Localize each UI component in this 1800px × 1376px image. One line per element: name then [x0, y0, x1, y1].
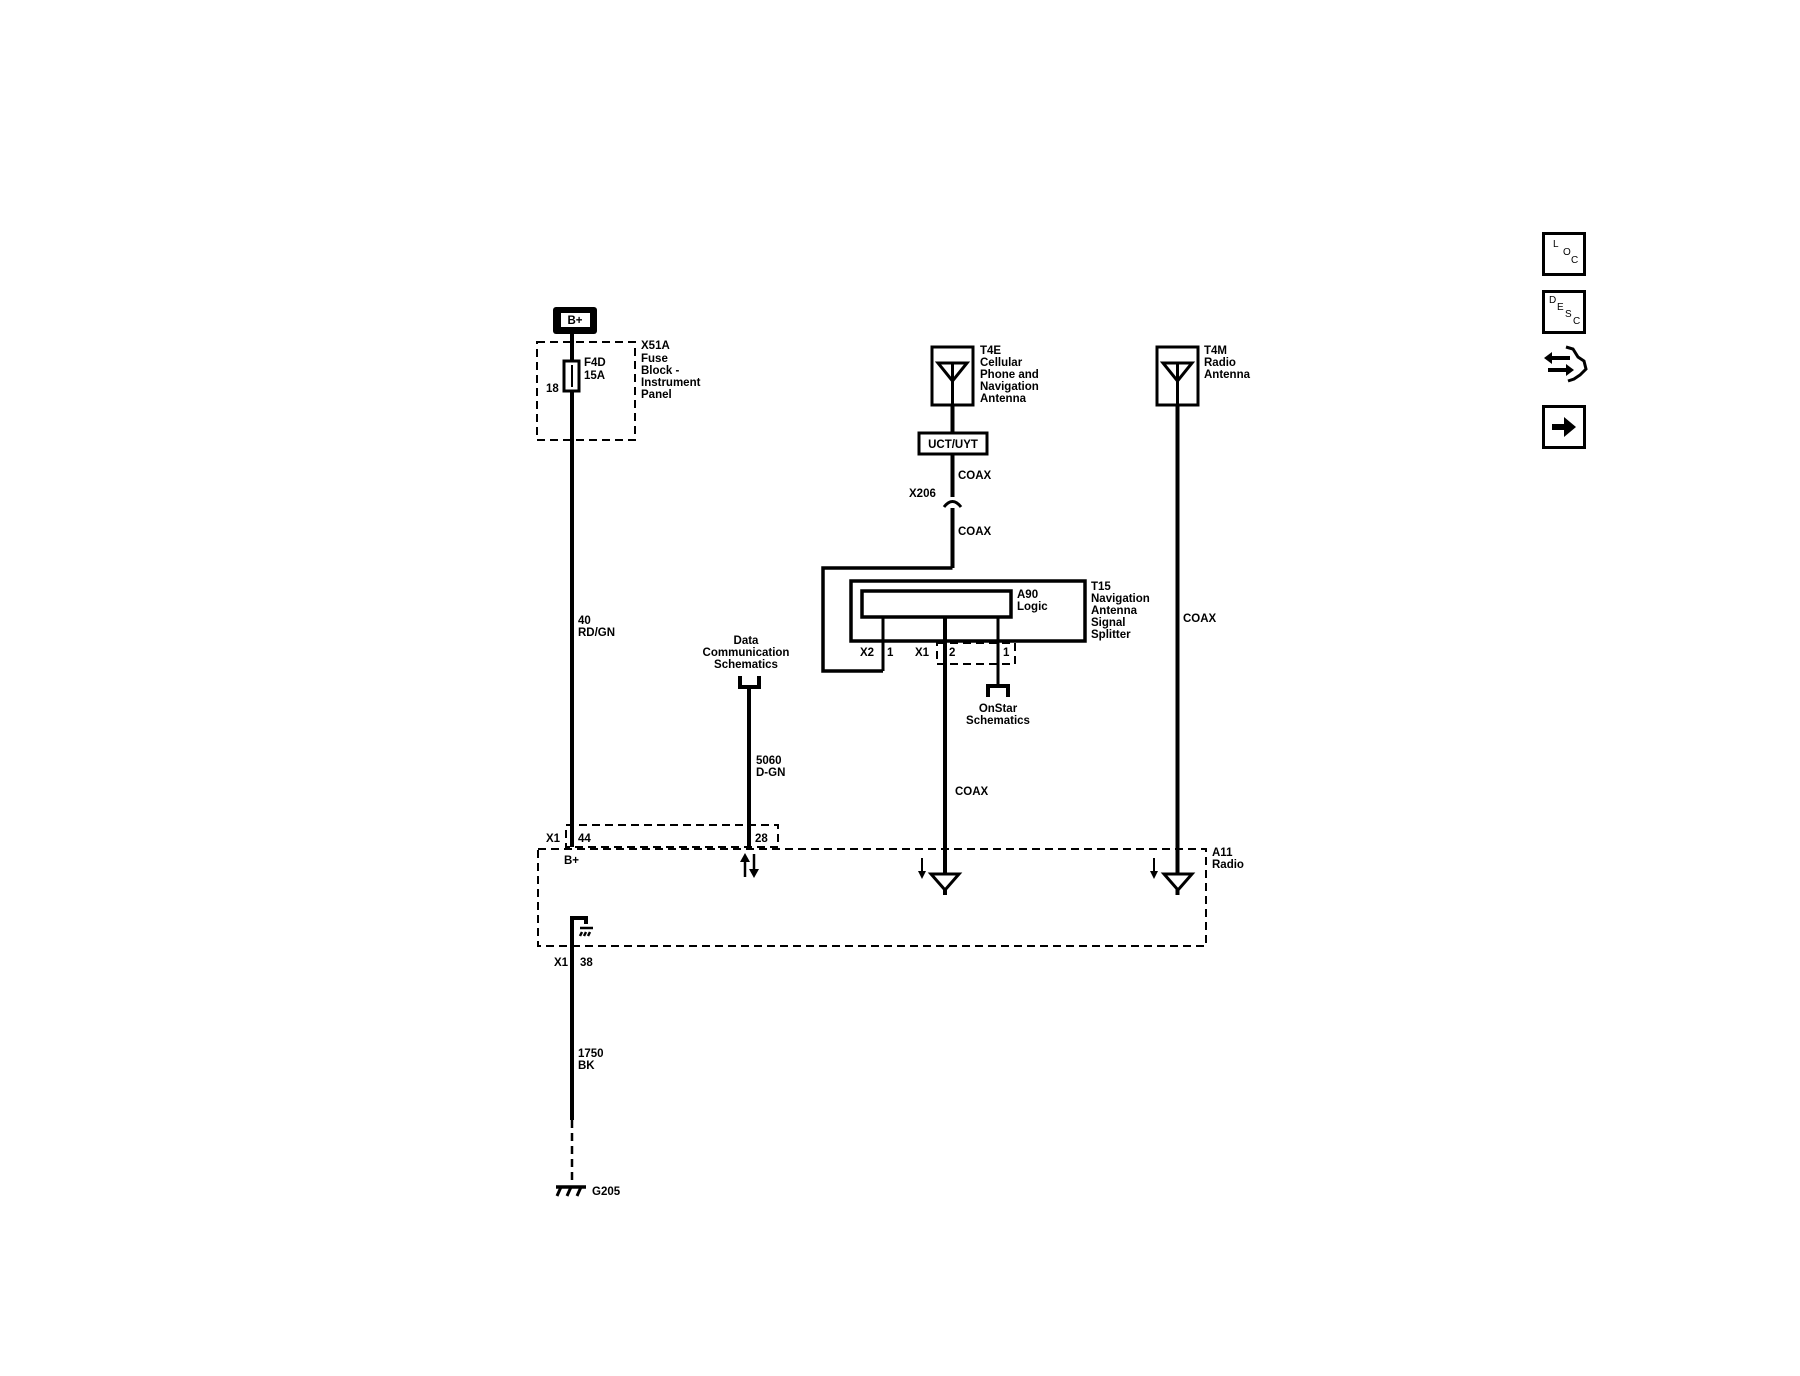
battery-label: B+ — [567, 315, 582, 327]
cell-antenna-id: T4E — [980, 345, 1001, 357]
radio-id: A11 — [1212, 847, 1233, 859]
fuse-block-name-4: Panel — [641, 389, 672, 401]
next-page-button[interactable] — [1542, 405, 1586, 449]
ground-g205: G205 — [555, 1185, 621, 1198]
ground-wire-color: BK — [578, 1060, 595, 1072]
radio-antenna-name-2: Antenna — [1204, 369, 1251, 381]
data-wire-color: D-GN — [756, 767, 785, 779]
splitter-id: T15 — [1091, 581, 1111, 593]
connector-swap-button[interactable] — [1540, 343, 1590, 385]
onstar-line-1: OnStar — [979, 703, 1018, 715]
antenna-input-icon — [918, 858, 963, 893]
cell-antenna-name-1: Cellular — [980, 357, 1023, 369]
radio-antenna-t4m: T4M Radio Antenna — [1155, 345, 1251, 407]
radio-antenna-coax-wire: COAX — [1175, 405, 1217, 895]
splitter-x1-pin-b: 1 — [1003, 647, 1010, 659]
coax-label-2: COAX — [958, 526, 992, 538]
ground-circuit-number: 1750 — [578, 1048, 604, 1060]
antenna-input-icon — [1150, 858, 1196, 893]
splitter-name-3: Signal — [1091, 617, 1126, 629]
data-communication-reference: Data Communication Schematics — [703, 635, 790, 689]
ground-id: G205 — [592, 1186, 621, 1198]
option-code-box: UCT/UYT — [917, 431, 989, 456]
coax-label-1: COAX — [958, 470, 992, 482]
logic-module-a90 — [860, 589, 1013, 619]
desc-letter-d: D — [1549, 295, 1557, 306]
fuse-pin: 18 — [546, 383, 559, 395]
location-button[interactable]: L O C — [1542, 232, 1586, 276]
coax-label-3: COAX — [955, 786, 989, 798]
bidirectional-data-icon — [740, 853, 759, 878]
radio-conn-bottom-label: X1 — [554, 957, 569, 969]
splitter-x2-pin: 1 — [887, 647, 894, 659]
fuse-block-id: X51A — [641, 340, 670, 352]
data-wire: 5060 D-GN — [747, 687, 785, 847]
fuse-rating: 15A — [584, 370, 605, 382]
ground-internal-icon — [570, 916, 593, 946]
onstar-reference: OnStar Schematics — [966, 684, 1030, 727]
arrow-right-icon — [1552, 417, 1576, 437]
connector-x206: X206 — [909, 488, 963, 568]
radio-name: Radio — [1212, 859, 1244, 871]
desc-letter-c: C — [1573, 316, 1581, 327]
splitter-name-2: Antenna — [1091, 605, 1138, 617]
cell-nav-antenna-t4e: T4E Cellular Phone and Navigation Antenn… — [930, 345, 1039, 407]
fuse-id: F4D — [584, 357, 606, 369]
radio-a11: X1 44 28 B+ A11 Radio X1 38 — [537, 824, 1244, 969]
radio-connector-x1-top — [565, 824, 779, 848]
coax-label-4: COAX — [1183, 613, 1217, 625]
fuse-block-x51a: F4D 15A 18 X51A Fuse Block - Instrument … — [536, 340, 701, 441]
power-wire-color: RD/GN — [578, 627, 615, 639]
desc-letter-s: S — [1565, 309, 1572, 320]
fuse-block-name-1: Fuse — [641, 353, 668, 365]
splitter-name-1: Navigation — [1091, 593, 1150, 605]
logic-id: A90 — [1017, 589, 1038, 601]
power-circuit-number: 40 — [578, 615, 591, 627]
desc-letter-e: E — [1557, 302, 1564, 313]
onstar-line-2: Schematics — [966, 715, 1030, 727]
radio-antenna-id: T4M — [1204, 345, 1227, 357]
radio-pin-ground: 38 — [580, 957, 593, 969]
fuse-block-name-3: Instrument — [641, 377, 701, 389]
battery-symbol: B+ — [553, 307, 597, 334]
logic-name: Logic — [1017, 601, 1048, 613]
description-button[interactable]: D E S C — [1542, 290, 1586, 334]
splitter-name-4: Splitter — [1091, 629, 1131, 641]
cell-antenna-name-2: Phone and — [980, 369, 1039, 381]
data-comm-line-3: Schematics — [714, 659, 778, 671]
connector-x206-label: X206 — [909, 488, 936, 500]
nav-antenna-splitter-t15: A90 Logic T15 Navigation Antenna Signal … — [821, 566, 1150, 686]
ground-wire: 1750 BK — [570, 946, 604, 1180]
radio-power-label: B+ — [564, 855, 579, 867]
data-comm-line-2: Communication — [703, 647, 790, 659]
connector-swap-icon — [1544, 345, 1588, 383]
loc-letter-o: O — [1563, 247, 1571, 258]
splitter-x2-label: X2 — [860, 647, 874, 659]
cell-antenna-name-4: Antenna — [980, 393, 1027, 405]
loc-letter-c: C — [1571, 255, 1579, 266]
radio-pin-power: 44 — [578, 833, 591, 845]
radio-antenna-name-1: Radio — [1204, 357, 1236, 369]
radio-pin-data: 28 — [755, 833, 768, 845]
loc-letter-l: L — [1553, 239, 1559, 250]
fuse-block-name-2: Block - — [641, 365, 680, 377]
data-comm-line-1: Data — [734, 635, 760, 647]
cell-antenna-name-3: Navigation — [980, 381, 1039, 393]
power-wire: 40 RD/GN — [570, 391, 615, 847]
option-code: UCT/UYT — [928, 439, 978, 451]
data-circuit-number: 5060 — [756, 755, 782, 767]
splitter-x1-pin-a: 2 — [949, 647, 955, 659]
radio-conn-top-label: X1 — [546, 833, 561, 845]
splitter-x1-label: X1 — [915, 647, 930, 659]
